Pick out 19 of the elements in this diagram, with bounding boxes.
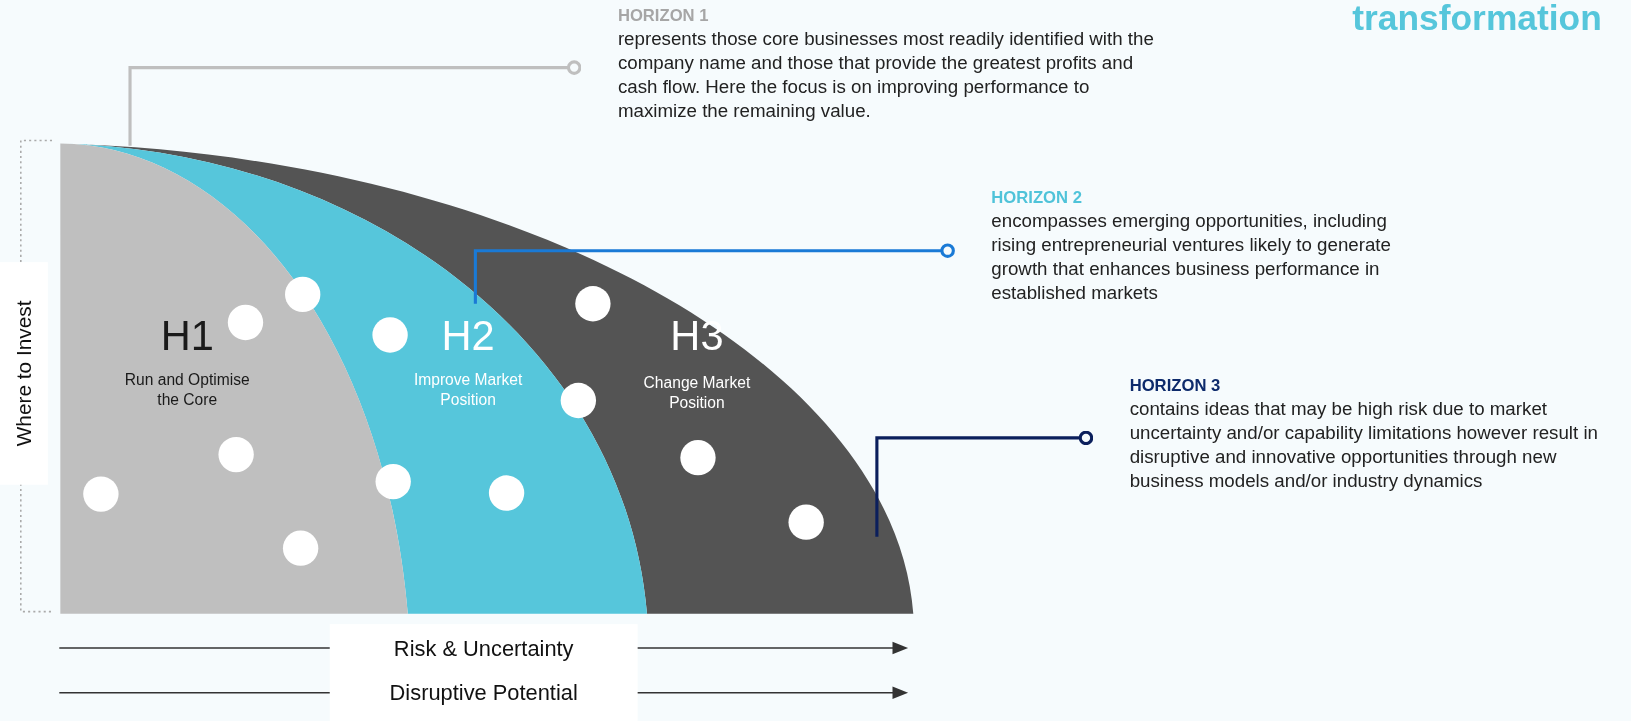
band-caption: Improve Market Position: [412, 369, 524, 409]
horizon-code: H2: [441, 312, 495, 359]
band-caption: Run and Optimise the Core: [123, 369, 251, 409]
axis-label: Disruptive Potential: [389, 680, 578, 706]
section-heading: HORIZON 1: [617, 6, 709, 25]
axis-label: Where to Invest: [11, 300, 36, 447]
section-heading: HORIZON 3: [1129, 376, 1221, 396]
axis-label: Risk & Uncertainty: [393, 636, 574, 662]
section-heading: HORIZON 2: [991, 188, 1082, 207]
leader-line: [473, 243, 955, 304]
leader-line: [875, 430, 1094, 537]
description-text: contains ideas that may be high risk due to market uncertainty and/or capability limitations however result in disruptive and innovative opportunities through new business models and/or industry dynamics: [1129, 397, 1599, 493]
description-text: encompasses emerging opportunities, including rising entrepreneurial ventures likely to generate growth that enhances business performance in established markets: [991, 209, 1392, 305]
heading-text: transformation: [1352, 0, 1602, 39]
horizon-code: H3: [670, 312, 724, 359]
description-text: represents those core businesses most readily identified with the company name and those that provide the greatest profits and cash flow. Here the focus is on improving performance to maximize the remaining value.: [617, 27, 1155, 123]
leader-line: [128, 60, 582, 146]
horizon-code: H1: [160, 312, 214, 359]
band-caption: Change Market Position: [642, 372, 752, 412]
